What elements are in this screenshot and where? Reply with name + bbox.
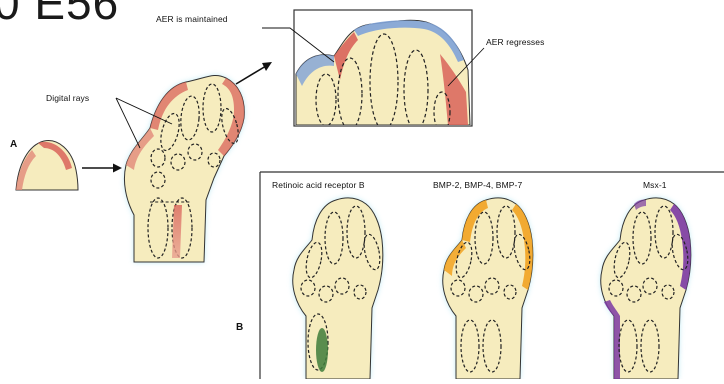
slide-title-fragment: 0 E56 [0,0,119,30]
msx1-label: Msx-1 [643,180,667,190]
aer-inset [294,10,472,132]
limb-bud [16,141,78,190]
panel-a-letter: A [10,139,17,150]
hand-plate-a [124,75,244,262]
arrow-bud-to-hand [82,164,122,173]
arrow-hand-to-inset [236,62,272,84]
digital-rays-label: Digital rays [46,93,89,103]
panel-b-letter: B [236,322,243,333]
hand-bmp [443,198,533,379]
bmp-label: BMP-2, BMP-4, BMP-7 [433,180,522,190]
aer-regresses-label: AER regresses [486,37,544,47]
hand-retinoic-acid [293,198,383,379]
retinoic-acid-label: Retinoic acid receptor B [272,180,365,190]
aer-maintained-label: AER is maintained [156,14,228,24]
hand-msx [601,198,691,379]
